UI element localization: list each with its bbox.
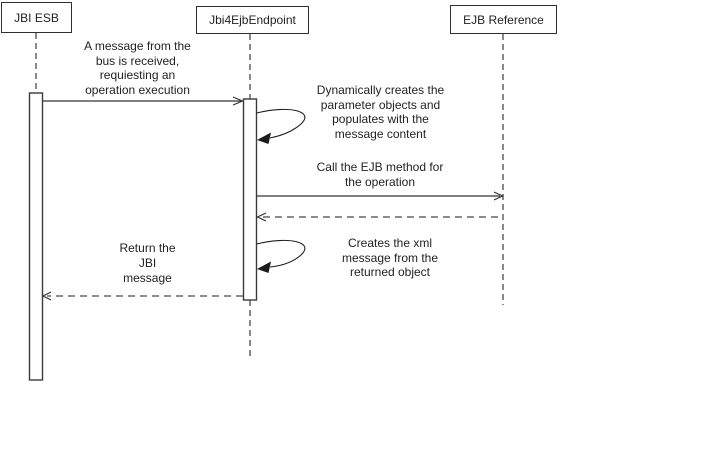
actor-box-jbi-esb: JBI ESB	[1, 2, 72, 33]
actor-label-jbi-esb: JBI ESB	[14, 10, 59, 25]
message-label-call-ejb: Call the EJB method for the operation	[316, 160, 444, 189]
message-label-receive: A message from the bus is received, requ…	[84, 39, 191, 97]
actor-label-ejb-reference: EJB Reference	[463, 12, 544, 27]
actor-box-ejb-reference: EJB Reference	[450, 5, 557, 34]
activation-bar-jbi4ejb-endpoint	[242, 98, 258, 301]
activation-bar-jbi-esb	[28, 92, 44, 381]
arrowhead-return-jbi-icon	[41, 291, 52, 301]
arrowhead-ejb-return-icon	[256, 212, 267, 222]
message-label-create-xml: Creates the xml message from the returne…	[341, 236, 439, 279]
self-loop-create-params	[256, 108, 306, 139]
arrowhead-create-params-icon	[257, 132, 271, 144]
arrowhead-call-ejb-icon	[493, 191, 504, 201]
self-loop-create-xml	[256, 239, 306, 268]
arrowhead-create-xml-icon	[257, 261, 271, 273]
message-label-create-params: Dynamically creates the parameter object…	[316, 83, 445, 141]
actor-label-jbi4ejb-endpoint: Jbi4EjbEndpoint	[209, 13, 296, 27]
actor-box-jbi4ejb-endpoint: Jbi4EjbEndpoint	[196, 6, 309, 34]
arrowhead-receive-icon	[232, 96, 245, 106]
message-label-return-jbi: Return the JBI message	[119, 241, 176, 285]
